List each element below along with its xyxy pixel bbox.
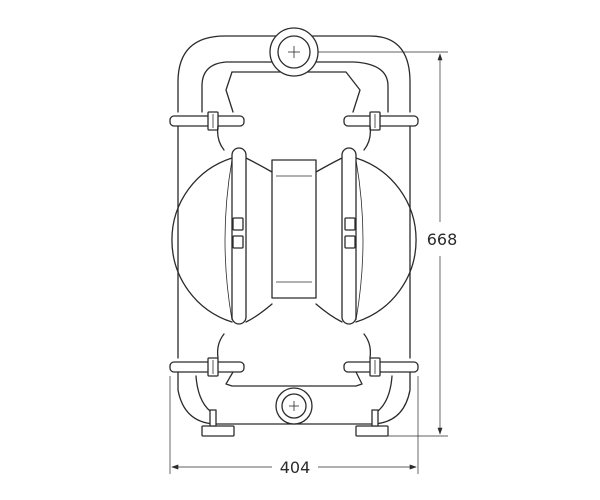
left-diaphragm-clamp <box>231 147 247 325</box>
width-dimension-value: 404 <box>280 458 311 477</box>
left-chamber-dome <box>171 157 233 323</box>
pump-body <box>177 125 411 359</box>
right-chamber-dome <box>355 157 417 323</box>
lower-right-clamp <box>343 357 419 377</box>
lower-left-clamp <box>169 357 245 377</box>
right-diaphragm-clamp <box>341 147 357 325</box>
outlet-port <box>269 27 319 77</box>
upper-left-clamp <box>169 111 245 131</box>
height-dimension: 668 <box>318 51 458 437</box>
width-dimension: 404 <box>169 376 419 477</box>
right-foot <box>355 409 389 437</box>
left-foot <box>201 409 235 437</box>
center-section <box>245 157 343 323</box>
inlet-port <box>275 387 313 425</box>
upper-right-clamp <box>343 111 419 131</box>
height-dimension-value: 668 <box>427 230 458 249</box>
